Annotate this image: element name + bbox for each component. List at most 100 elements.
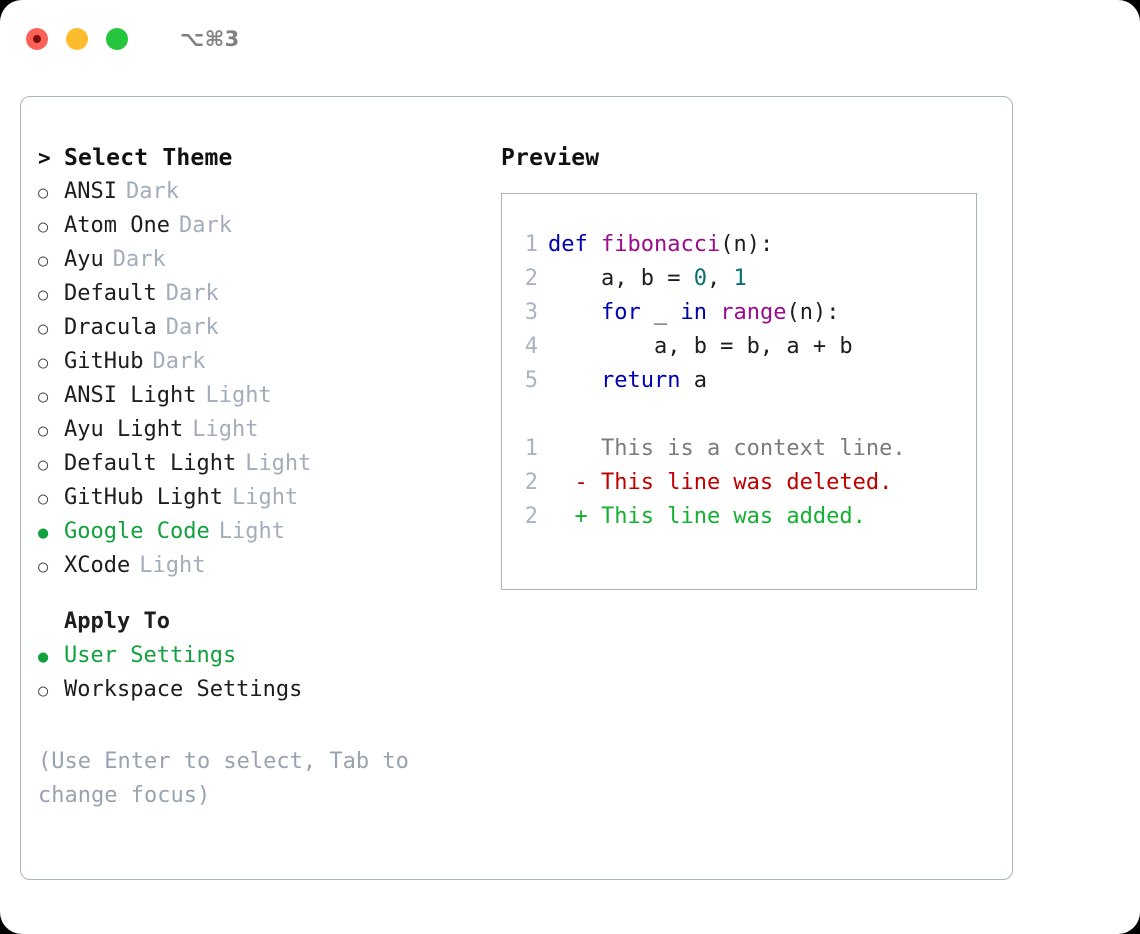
theme-name-label: XCode bbox=[64, 553, 131, 578]
caret-icon: > bbox=[38, 146, 51, 170]
code-token bbox=[548, 368, 601, 393]
select-theme-title: Select Theme bbox=[64, 145, 233, 171]
apply-to-label: User Settings bbox=[64, 643, 237, 668]
code-token: def bbox=[548, 232, 601, 257]
theme-list-item[interactable]: ○ Default Dark bbox=[38, 281, 488, 315]
code-line-number: 4 bbox=[524, 334, 538, 359]
code-token bbox=[707, 300, 720, 325]
close-window-icon[interactable] bbox=[26, 28, 48, 50]
radio-unselected-icon[interactable]: ○ bbox=[38, 285, 49, 305]
radio-unselected-icon[interactable]: ○ bbox=[38, 681, 49, 701]
preview-title: Preview bbox=[501, 145, 600, 171]
code-line-text: for _ in range(n): bbox=[548, 300, 839, 325]
diff-sign bbox=[548, 436, 601, 461]
apply-to-list: ● User Settings ○ Workspace Settings bbox=[38, 643, 488, 711]
keyboard-shortcut-label: ⌥⌘3 bbox=[180, 27, 240, 51]
diff-sign: + bbox=[548, 504, 601, 529]
traffic-light-group bbox=[26, 28, 128, 50]
code-line-number: 2 bbox=[524, 266, 538, 291]
theme-list-item[interactable]: ○ Atom One Dark bbox=[38, 213, 488, 247]
code-line: 5 return a bbox=[502, 368, 976, 402]
theme-variant-tag: Dark bbox=[178, 213, 232, 238]
radio-unselected-icon[interactable]: ○ bbox=[38, 557, 49, 577]
radio-unselected-icon[interactable]: ○ bbox=[38, 421, 49, 441]
radio-unselected-icon[interactable]: ○ bbox=[38, 353, 49, 373]
keyboard-hint-text: (Use Enter to select, Tab to change focu… bbox=[38, 749, 423, 808]
diff-line-number: 2 bbox=[524, 504, 538, 529]
theme-variant-tag: Dark bbox=[125, 179, 179, 204]
diff-line-number: 2 bbox=[524, 470, 538, 495]
zoom-window-icon[interactable] bbox=[106, 28, 128, 50]
code-token: 0 bbox=[693, 266, 707, 291]
code-token: range bbox=[720, 300, 787, 325]
code-token: (n): bbox=[720, 232, 774, 257]
code-line-number: 3 bbox=[524, 300, 538, 325]
theme-name-label: Default Light bbox=[64, 451, 237, 476]
code-token: return bbox=[600, 368, 681, 393]
code-token: a bbox=[680, 368, 707, 393]
theme-name-label: Ayu bbox=[64, 247, 104, 272]
code-token: (n): bbox=[786, 300, 840, 325]
theme-list-item[interactable]: ○ ANSI Light Light bbox=[38, 383, 488, 417]
diff-line: 2 - This line was deleted. bbox=[502, 470, 976, 504]
theme-variant-tag: Light bbox=[192, 417, 259, 442]
code-token: _ bbox=[640, 300, 681, 325]
code-line-text: return a bbox=[548, 368, 707, 393]
apply-to-option[interactable]: ● User Settings bbox=[38, 643, 488, 677]
apply-to-label: Workspace Settings bbox=[64, 677, 303, 702]
theme-list-item[interactable]: ○ XCode Light bbox=[38, 553, 488, 587]
radio-unselected-icon[interactable]: ○ bbox=[38, 251, 49, 271]
radio-selected-icon[interactable]: ● bbox=[38, 523, 49, 543]
code-token: , bbox=[706, 266, 734, 291]
code-token: a, b = b, a + b bbox=[548, 334, 853, 359]
theme-variant-tag: Dark bbox=[165, 315, 219, 340]
theme-name-label: Dracula bbox=[64, 315, 157, 340]
code-token: 1 bbox=[733, 266, 747, 291]
apply-to-option[interactable]: ○ Workspace Settings bbox=[38, 677, 488, 711]
theme-name-label: Default bbox=[64, 281, 157, 306]
theme-name-label: ANSI Light bbox=[64, 383, 197, 408]
radio-unselected-icon[interactable]: ○ bbox=[38, 319, 49, 339]
theme-list-item[interactable]: ○ Dracula Dark bbox=[38, 315, 488, 349]
theme-variant-tag: Light bbox=[139, 553, 206, 578]
diff-line: 2 + This line was added. bbox=[502, 504, 976, 538]
radio-unselected-icon[interactable]: ○ bbox=[38, 387, 49, 407]
code-line: 3 for _ in range(n): bbox=[502, 300, 976, 334]
radio-unselected-icon[interactable]: ○ bbox=[38, 455, 49, 475]
theme-name-label: Atom One bbox=[64, 213, 170, 238]
theme-variant-tag: Dark bbox=[165, 281, 219, 306]
radio-unselected-icon[interactable]: ○ bbox=[38, 183, 49, 203]
code-token: a, b = bbox=[548, 266, 694, 291]
diff-line-text: This line was deleted. bbox=[600, 470, 893, 495]
preview-divider-space bbox=[502, 402, 976, 436]
diff-line: 1 This is a context line. bbox=[502, 436, 976, 470]
theme-name-label: GitHub bbox=[64, 349, 144, 374]
theme-variant-tag: Light bbox=[231, 485, 299, 510]
theme-variant-tag: Light bbox=[205, 383, 272, 408]
select-theme-header: > Select Theme bbox=[38, 145, 488, 179]
radio-selected-icon[interactable]: ● bbox=[38, 647, 49, 667]
radio-unselected-icon[interactable]: ○ bbox=[38, 217, 49, 237]
theme-variant-tag: Light bbox=[218, 519, 285, 544]
code-line-text: a, b = 0, 1 bbox=[548, 266, 747, 291]
diff-line-text: This is a context line. bbox=[600, 436, 906, 461]
diff-sign: - bbox=[548, 470, 601, 495]
radio-unselected-icon[interactable]: ○ bbox=[38, 489, 49, 509]
code-line-number: 1 bbox=[524, 232, 538, 257]
minimize-window-icon[interactable] bbox=[66, 28, 88, 50]
code-line: 4 a, b = b, a + b bbox=[502, 334, 976, 368]
